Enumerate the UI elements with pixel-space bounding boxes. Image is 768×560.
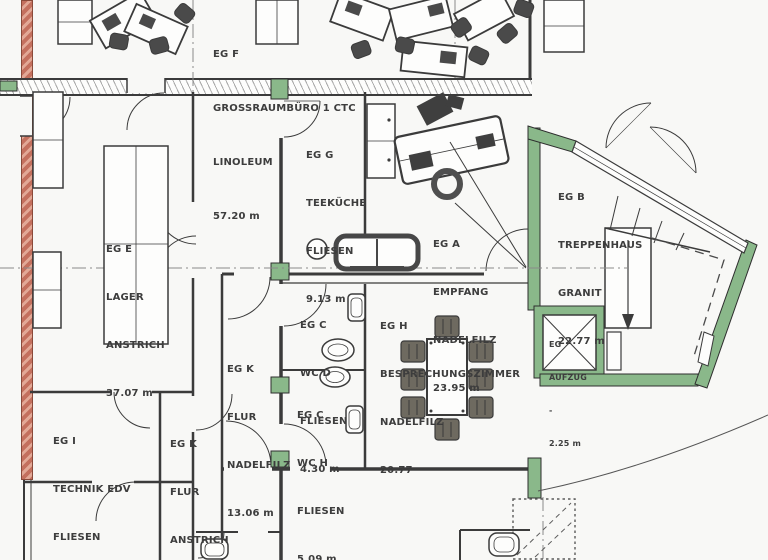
storage-furniture xyxy=(32,91,169,345)
office-chair xyxy=(495,21,520,46)
room-label-eg-k-technik: EG K TECHNIK xyxy=(66,536,117,560)
room-name: WC H xyxy=(297,458,329,469)
room-label-eg-c-wc-h: EG C WC H FLIESEN 5.09 m xyxy=(297,376,345,560)
room-label-eg-k-flur-anstrich: EG K FLUR ANSTRICH 5.06 m xyxy=(170,405,229,560)
room-material: - xyxy=(549,406,553,415)
room-label-eg-b: EG B TREPPENHAUS GRANIT 22.77 m xyxy=(558,158,643,382)
stairwell-wall-left xyxy=(527,127,541,311)
room-label-eg-g: EG G TEEKÜCHE FLIESEN 9.13 m xyxy=(306,116,366,340)
room-id: EG B xyxy=(558,192,585,203)
monitor xyxy=(416,92,454,126)
office-chair xyxy=(431,168,463,200)
room-material: ANSTRICH xyxy=(170,535,229,546)
room-id: EG E xyxy=(106,244,133,255)
room-area: 23.95 m xyxy=(433,383,480,394)
room-label-eg-i: EG I TECHNIK EDV FLIESEN 6.99 m xyxy=(53,402,131,560)
elevator-box xyxy=(542,314,597,371)
office-chair xyxy=(512,0,536,20)
room-name: BESPRECHUNGSZIMMER xyxy=(380,369,521,380)
room-name: TREPPENHAUS xyxy=(558,240,643,251)
desk xyxy=(399,39,469,79)
room-label-eg-j: EG J xyxy=(170,544,193,560)
side-table xyxy=(306,238,328,260)
room-area: 13.06 m xyxy=(227,508,274,519)
door-openings xyxy=(20,78,528,536)
green-post xyxy=(270,262,290,281)
room-id: EG H xyxy=(380,321,408,332)
office-chair xyxy=(466,44,491,67)
room-label-eg-h: EG H BESPRECHUNGSZIMMER NADELFILZ 20.77 xyxy=(380,287,520,511)
room-label-eg-a: EG A EMPFANG NADELFILZ 23.95 m xyxy=(433,205,497,429)
room-name: LAGER xyxy=(106,292,144,303)
office-chair xyxy=(108,32,130,51)
wc-fixtures xyxy=(200,293,520,560)
room-id: EG K xyxy=(170,439,198,450)
room-material: NADELFILZ xyxy=(433,335,497,346)
stair-above-dashed xyxy=(651,237,725,357)
room-id: EG G xyxy=(306,150,334,161)
room-name: TECHNIK EDV xyxy=(53,484,131,495)
room-name: EMPFANG xyxy=(433,287,489,298)
room-area: 37.07 m xyxy=(106,388,153,399)
desk xyxy=(387,0,455,42)
room-label-eg-aufzug: EG AUFZUG - 2.25 m xyxy=(549,317,587,471)
desk-equipment xyxy=(475,133,496,150)
room-area: 20.77 xyxy=(380,465,413,476)
green-sill-left xyxy=(0,80,18,92)
room-material: FLIESEN xyxy=(297,506,345,517)
room-id: EG C xyxy=(300,320,327,331)
green-post-bottom xyxy=(527,457,542,499)
staircase xyxy=(604,195,725,371)
room-id: EG I xyxy=(53,436,77,447)
room-material: NADELFILZ xyxy=(227,460,291,471)
room-material: NADELFILZ xyxy=(380,417,444,428)
waiting-area-furniture xyxy=(306,233,421,272)
room-name: TEEKÜCHE xyxy=(306,198,367,209)
room-id: EG A xyxy=(433,239,461,250)
room-area: 9.13 m xyxy=(306,294,346,305)
room-area: 2.25 m xyxy=(549,439,582,448)
room-material: FLIESEN xyxy=(300,416,348,427)
room-area: 5.09 m xyxy=(297,554,337,560)
room-material: ANSTRICH xyxy=(106,340,165,351)
room-label-eg-c-wc-d: EG C WC D FLIESEN 4.30 m xyxy=(300,286,348,510)
green-post xyxy=(270,376,290,394)
office-chair xyxy=(394,35,416,56)
room-area: 57.20 m xyxy=(213,211,260,222)
room-name: GROSSRAUMBÜRO 1 CTC xyxy=(213,103,356,114)
door-jambs xyxy=(20,78,166,137)
room-material: FLIESEN xyxy=(306,246,354,257)
room-name: FLUR xyxy=(170,487,200,498)
room-name: FLUR xyxy=(227,412,257,423)
room-area: 22.77 m xyxy=(558,336,605,347)
room-material: GRANIT xyxy=(558,288,602,299)
stairwell-wall-right-slant xyxy=(694,239,758,389)
room-label-eg-e: EG E LAGER ANSTRICH 37.07 m xyxy=(106,210,165,434)
site-boundary-curve xyxy=(537,414,768,492)
meeting-table xyxy=(426,338,468,416)
desk-equipment xyxy=(445,94,465,110)
site-marks xyxy=(512,414,768,560)
room-material: FLIESEN xyxy=(53,532,101,543)
desk xyxy=(329,0,395,42)
room-label-eg-f: EG F GROSSRAUMBÜRO 1 CTC LINOLEUM 57.20 … xyxy=(213,10,356,262)
room-id: EG F xyxy=(213,49,240,60)
room-name: AUFZUG xyxy=(549,373,587,382)
stairwell-facade-window xyxy=(571,140,749,367)
room-id: EG C xyxy=(297,410,324,421)
room-id: EG K xyxy=(227,364,255,375)
room-area: 4.30 m xyxy=(300,464,340,475)
entrance-double-door xyxy=(605,102,697,174)
room-material: LINOLEUM xyxy=(213,157,273,168)
reception-furniture xyxy=(366,92,527,268)
room-label-eg-k-flur-nadelfilz: EG K FLUR NADELFILZ 13.06 m xyxy=(227,330,291,554)
room-id: EG xyxy=(549,340,562,349)
room-name: WC D xyxy=(300,368,331,379)
office-furniture xyxy=(57,0,585,79)
desk-equipment xyxy=(408,150,434,171)
meeting-room-furniture xyxy=(400,315,494,441)
green-post xyxy=(270,78,289,100)
